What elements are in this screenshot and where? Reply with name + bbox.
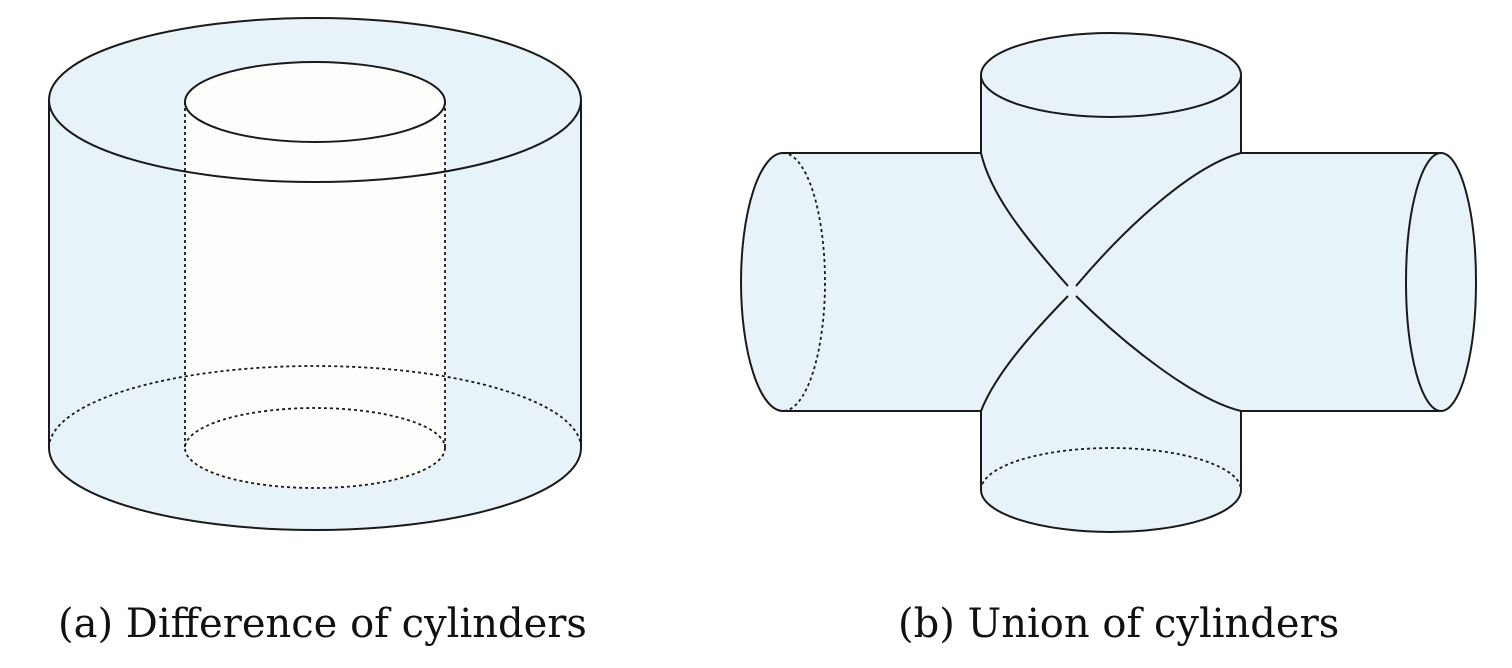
intersection-curve-upper-right — [1075, 152, 1242, 287]
left-end-visible-arc — [740, 152, 784, 412]
vertical-bottom-front — [980, 489, 1242, 533]
inner-cylinder-hole — [185, 62, 445, 488]
intersection-curve-lower-left — [980, 295, 1069, 412]
right-end-ellipse — [1405, 152, 1477, 412]
left-end-hidden-arc — [782, 152, 826, 412]
vertical-bottom-back — [980, 447, 1242, 491]
intersection-curve-lower-right — [1075, 295, 1242, 412]
caption-union-of-cylinders: (b) Union of cylinders — [898, 601, 1340, 647]
union-body — [741, 33, 1476, 532]
difference-of-cylinders-diagram — [48, 17, 582, 531]
intersection-curve-upper-left — [980, 152, 1069, 287]
inner-bottom-ellipse — [184, 407, 446, 489]
outer-bottom-front — [48, 447, 582, 531]
caption-difference-of-cylinders: (a) Difference of cylinders — [58, 601, 587, 647]
union-of-cylinders-diagram — [740, 32, 1477, 533]
